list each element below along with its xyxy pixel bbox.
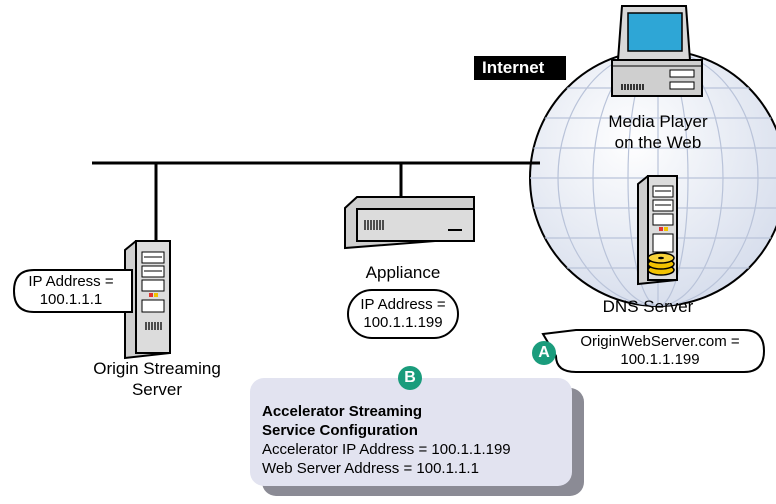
dns-record-line1: OriginWebServer.com =: [580, 333, 740, 350]
media-player-label-line1: Media Player: [608, 112, 708, 131]
computer-icon: [611, 5, 703, 97]
appliance-label: Appliance: [365, 263, 441, 282]
appliance-ip-bubble: [347, 289, 459, 339]
appliance-ip-line2: 100.1.1.199: [363, 314, 443, 331]
appliance-icon: [344, 196, 475, 250]
config-box: Accelerator Streaming Service Configurat…: [250, 378, 572, 486]
marker-a-icon: A: [532, 341, 556, 365]
dns-server-label: DNS Server: [602, 297, 694, 316]
config-title-line1: Accelerator Streaming: [262, 403, 423, 420]
network-bus: [92, 161, 540, 255]
origin-ip-text: IP Address = 100.1.1.1: [16, 273, 126, 309]
origin-ip-line1: IP Address =: [28, 273, 114, 290]
media-player-label-line2: on the Web: [614, 133, 702, 152]
dns-record-line2: 100.1.1.199: [620, 351, 700, 368]
internet-label: Internet: [474, 56, 566, 80]
dns-record-bubble: [541, 329, 766, 373]
appliance-ip-line1: IP Address =: [360, 296, 446, 313]
origin-server-label-line1: Origin Streaming: [93, 359, 221, 378]
media-player-label: Media Player on the Web: [598, 111, 718, 153]
origin-ip-bubble: [12, 269, 133, 313]
server-tower-icon: [124, 240, 171, 360]
config-accelerator-ip: Accelerator IP Address = 100.1.1.199: [262, 441, 511, 458]
config-web-server-address: Web Server Address = 100.1.1.1: [262, 460, 479, 477]
marker-b-icon: B: [398, 366, 422, 390]
origin-server-label: Origin Streaming Server: [72, 358, 242, 400]
appliance-ip-text: IP Address = 100.1.1.199: [348, 296, 458, 332]
config-title-line2: Service Configuration: [262, 422, 418, 439]
origin-ip-line2: 100.1.1.1: [39, 291, 103, 308]
origin-server-label-line2: Server: [131, 380, 183, 399]
database-disk-icon: [647, 252, 675, 276]
dns-record-text: OriginWebServer.com = 100.1.1.199: [562, 333, 758, 369]
